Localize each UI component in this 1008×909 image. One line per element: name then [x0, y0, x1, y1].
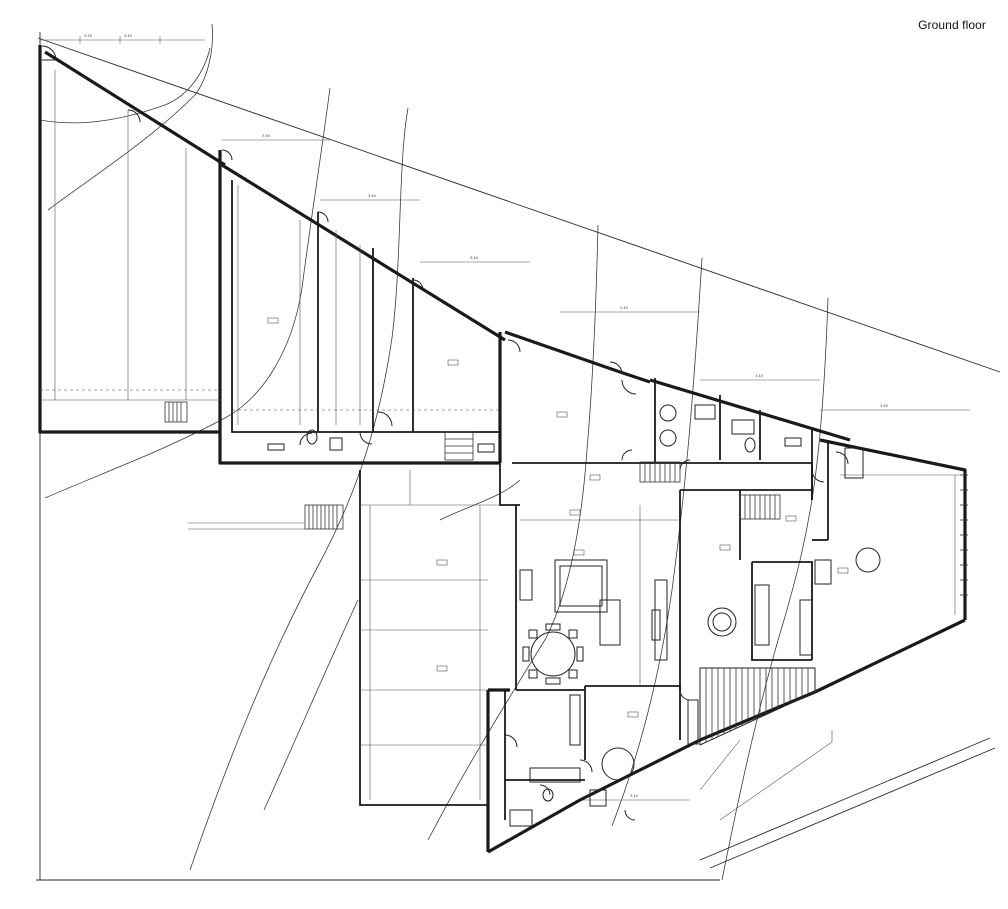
doors [41, 45, 849, 821]
svg-text:3.40: 3.40 [470, 256, 478, 260]
interior-walls [231, 180, 829, 820]
site-boundary [36, 32, 1001, 881]
svg-text:3.50: 3.50 [84, 34, 92, 38]
hatched-terrace [699, 474, 968, 746]
svg-text:3.50: 3.50 [262, 134, 270, 138]
svg-text:3.40: 3.40 [755, 374, 763, 378]
room-tags [267, 317, 849, 718]
contour-lines [39, 23, 829, 881]
furniture [267, 404, 881, 827]
svg-text:3.40: 3.40 [880, 404, 888, 408]
plan-title: Ground floor [918, 18, 986, 32]
svg-text:3.40: 3.40 [124, 34, 132, 38]
svg-text:3.40: 3.40 [620, 306, 628, 310]
exterior-walls [38, 45, 967, 854]
stairs [164, 401, 781, 530]
svg-text:3.10: 3.10 [630, 794, 638, 798]
svg-text:3.40: 3.40 [368, 194, 376, 198]
structure-grid-lines [40, 70, 960, 800]
dimension-lines: 3.50 3.40 3.50 3.40 3.40 3.40 3.40 3.40 … [40, 34, 970, 801]
